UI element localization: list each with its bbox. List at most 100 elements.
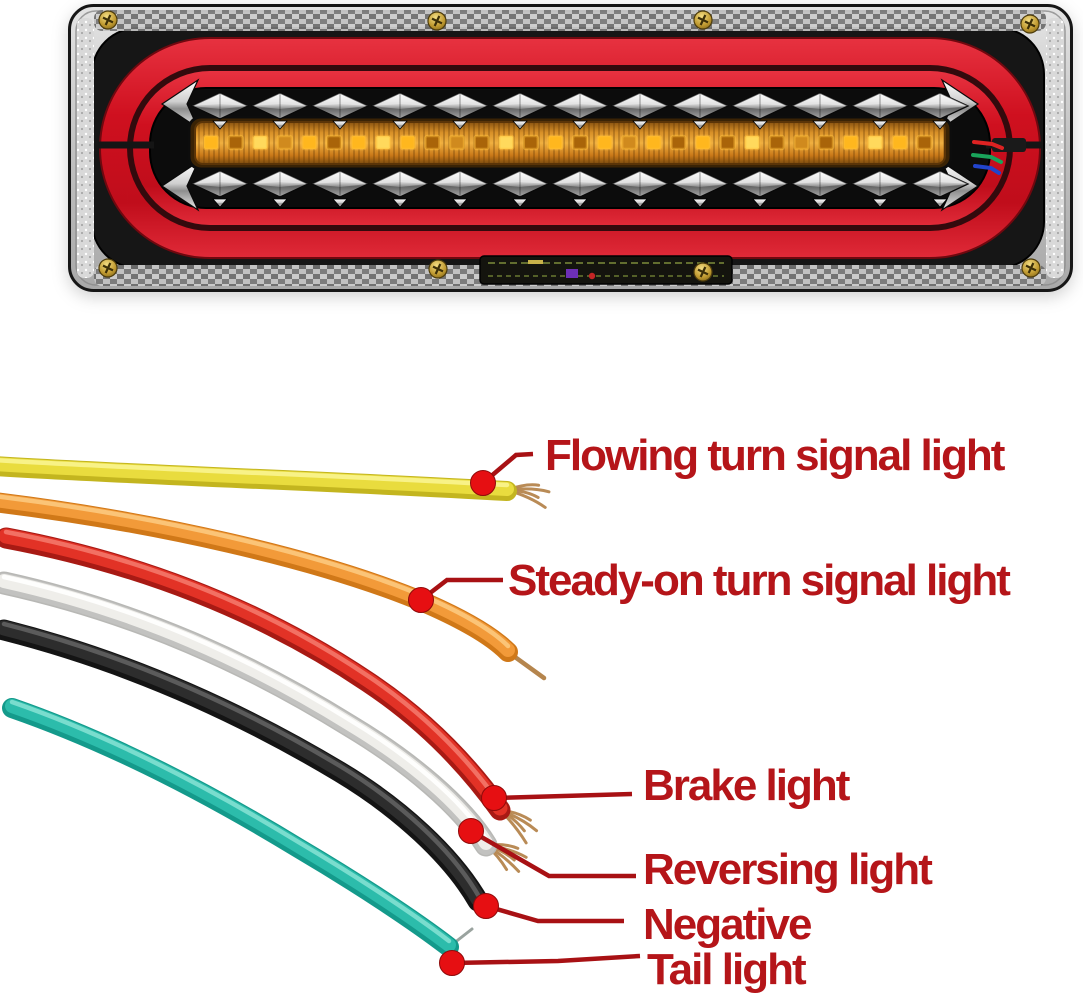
end-reflector-left: [160, 78, 200, 212]
screw-icon: [98, 258, 118, 278]
label-steady-turn-signal: Steady-on turn signal light: [508, 556, 1011, 605]
circuit-board-strip: [479, 255, 733, 285]
callout-dot: [408, 587, 434, 613]
label-brake-light: Brake light: [643, 761, 850, 810]
screw-icon: [1020, 14, 1040, 34]
callout-line: [469, 829, 636, 879]
micro-wire: [972, 140, 1004, 150]
reflector-diamond: [910, 92, 970, 130]
reflector-diamond: [310, 92, 370, 130]
amber-led: [325, 134, 343, 151]
teal-wire: [2, 698, 474, 957]
reflector-diamond: [430, 92, 490, 130]
reflector-diamond: [670, 170, 730, 208]
reflector-diamond: [850, 92, 910, 130]
amber-led: [842, 134, 859, 151]
carbon-strip-top: [94, 10, 1046, 31]
reflector-diamond: [370, 92, 430, 130]
reflector-diamond: [550, 92, 610, 130]
amber-led: [251, 134, 269, 151]
callout-tail: [439, 950, 641, 976]
reflector-diamond: [610, 92, 670, 130]
amber-led: [399, 134, 417, 151]
reflector-diamond: [850, 170, 910, 208]
callout-line: [451, 953, 641, 966]
amber-led: [227, 134, 244, 151]
amber-led: [473, 134, 490, 151]
amber-led: [768, 134, 786, 151]
amber-led: [891, 134, 909, 151]
amber-led: [793, 134, 810, 151]
callout-negative: [473, 893, 624, 924]
amber-led: [547, 134, 564, 151]
amber-led: [522, 134, 540, 151]
reflector-diamond: [610, 170, 670, 208]
reflector-diamond: [250, 92, 310, 130]
reflector-diamond: [190, 170, 250, 208]
internal-micro-wires: [971, 140, 1004, 175]
screw-icon: [428, 259, 448, 279]
reflector-diamond: [730, 92, 790, 130]
label-reversing-light: Reversing light: [643, 845, 933, 894]
callout-dot: [473, 893, 499, 919]
clear-strip-right: [1046, 18, 1064, 278]
amber-led: [694, 134, 712, 151]
reflector-diamond: [490, 92, 550, 130]
amber-led: [448, 134, 466, 151]
screw-icon: [693, 10, 713, 30]
white-wire: [0, 571, 528, 873]
reflector-diamond: [310, 170, 370, 208]
callout-line: [485, 903, 624, 924]
amber-led: [866, 134, 884, 151]
screw-icon: [693, 262, 713, 282]
amber-led: [645, 134, 663, 151]
callout-dot: [470, 470, 496, 496]
reflector-diamond: [730, 170, 790, 208]
callout-line: [493, 791, 633, 801]
amber-led: [620, 134, 638, 151]
screw-icon: [427, 11, 447, 31]
amber-led: [719, 134, 736, 151]
clear-strip-left: [77, 18, 94, 278]
reflector-diamond: [550, 170, 610, 208]
callout-line: [481, 451, 534, 485]
label-tail-light: Tail light: [647, 945, 807, 994]
amber-led: [301, 134, 318, 151]
label-negative: Negative: [643, 900, 812, 949]
screw-icon: [1021, 258, 1041, 278]
amber-led: [670, 134, 687, 151]
reflector-diamond: [190, 92, 250, 130]
callout-dot: [439, 950, 465, 976]
reflector-diamond: [430, 170, 490, 208]
amber-led: [374, 134, 392, 151]
amber-led: [571, 134, 589, 151]
black-wire: [0, 619, 489, 912]
reflector-diamond: [370, 170, 430, 208]
reflector-diamond: [790, 170, 850, 208]
amber-led: [497, 134, 515, 151]
amber-led: [817, 134, 835, 151]
callout-flowing: [470, 451, 534, 496]
amber-led: [276, 134, 294, 151]
amber-led: [202, 134, 220, 151]
amber-led-strip: [187, 115, 953, 171]
reflector-diamond: [670, 92, 730, 130]
reflector-diamond: [790, 92, 850, 130]
yellow-wire: [0, 456, 551, 509]
callout-dot: [458, 818, 484, 844]
callout-dot: [481, 785, 507, 811]
micro-wire: [971, 153, 1003, 164]
screw-icon: [98, 10, 118, 30]
micro-wire: [973, 164, 1001, 175]
amber-led: [424, 134, 441, 151]
orange-wire: [0, 492, 547, 681]
label-flowing-turn-signal: Flowing turn signal light: [545, 431, 1005, 480]
reflector-diamond: [250, 170, 310, 208]
callout-reversing: [458, 818, 636, 879]
callout-brake: [481, 785, 633, 811]
red-wire: [0, 527, 539, 845]
amber-led: [916, 134, 933, 151]
amber-led: [350, 134, 367, 151]
